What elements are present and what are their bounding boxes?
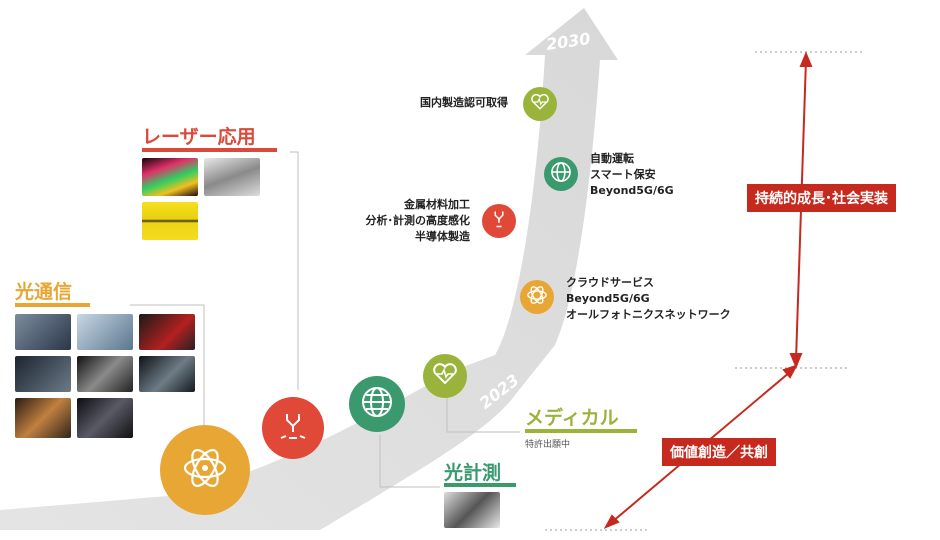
- product-thumb: [139, 356, 195, 392]
- globe-icon: [550, 161, 572, 187]
- laser-circle: [262, 397, 324, 459]
- cert-circle: [523, 87, 557, 121]
- product-thumb: [204, 158, 260, 196]
- product-thumb: [142, 158, 198, 196]
- product-thumb: [77, 398, 133, 438]
- product-thumb: [139, 314, 195, 350]
- sustainable-growth-box: 持続的成長･社会実装: [747, 184, 896, 212]
- laser-underline: [142, 148, 277, 152]
- connector-laser: [290, 151, 299, 390]
- milestone-metal-label: 金属材料加工 分析･計測の高度感化 半導体製造: [365, 198, 471, 243]
- laser-title: レーザー応用: [142, 126, 256, 148]
- milestone-auto-label: 自動運転 スマート保安 Beyond5G/6G: [590, 152, 674, 197]
- auto-circle: [544, 157, 578, 191]
- optical-comm-title: 光通信: [15, 281, 73, 303]
- globe-icon: [360, 385, 394, 423]
- heart-pulse-icon: [530, 93, 550, 115]
- measure-circle: [349, 376, 405, 432]
- laser-icon: [277, 410, 309, 446]
- measure-underline: [444, 483, 516, 487]
- product-thumb: [15, 398, 71, 438]
- atom-icon: [526, 284, 548, 310]
- atom-icon: [181, 444, 229, 496]
- milestone-cloud-label: クラウドサービス Beyond5G/6G オールフォトニクスネットワーク: [566, 276, 731, 321]
- medical-title: メディカル: [525, 407, 619, 429]
- milestone-cert-label: 国内製造認可取得: [420, 96, 508, 109]
- medical-circle: [423, 354, 467, 398]
- measure-title: 光計測: [444, 462, 502, 484]
- connector-measure: [379, 435, 440, 488]
- metal-circle: [482, 204, 516, 238]
- medical-note: 特許出願中: [525, 440, 571, 450]
- heart-pulse-icon: [432, 362, 458, 390]
- optical-comm-underline: [15, 303, 90, 307]
- cocreation-box: 価値創造／共創: [662, 438, 776, 466]
- cloud-circle: [520, 280, 554, 314]
- optical-comm-circle: [160, 425, 250, 515]
- product-thumb: [15, 314, 71, 350]
- connector-optical-comm: [130, 304, 205, 440]
- product-thumb: [77, 356, 133, 392]
- product-thumb: [444, 492, 500, 528]
- medical-underline: [525, 429, 637, 433]
- product-thumb: [77, 314, 133, 350]
- product-thumb: [15, 356, 71, 392]
- product-thumb: [142, 202, 198, 240]
- laser-icon: [489, 209, 509, 233]
- growth-road: [0, 8, 618, 530]
- connector-medical: [446, 395, 520, 433]
